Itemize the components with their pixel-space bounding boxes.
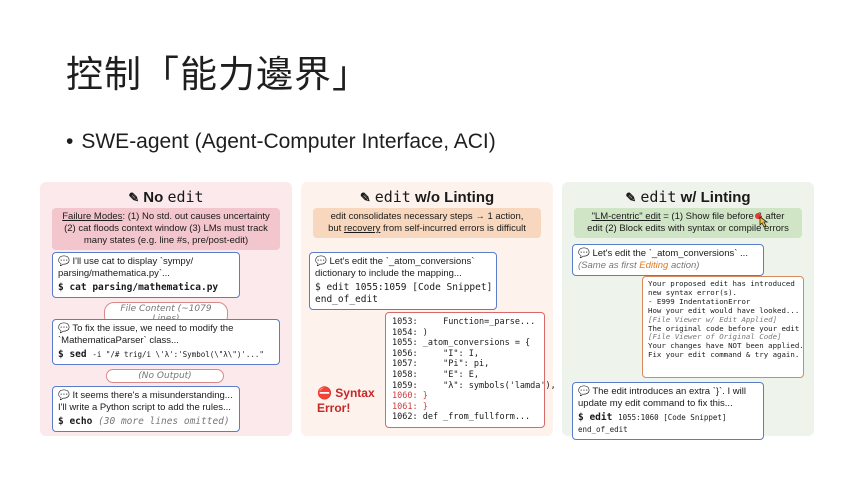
speech-bubble-icon: 💬 xyxy=(58,256,70,267)
code-line: 1056: "I": I, xyxy=(392,348,479,359)
code-line: 1055: _atom_conversions = { xyxy=(392,338,531,349)
edit-w-lint-title: ✎edit w/ Linting xyxy=(625,188,751,206)
slide-title: 控制「能力邊界」 xyxy=(66,53,370,96)
code-line: 1053: Function=_parse... xyxy=(392,317,536,327)
code-line: 1054: ) xyxy=(392,327,428,338)
speech-bubble-icon: 💬 xyxy=(58,323,70,334)
no-edit-title: ✎No edit xyxy=(128,188,204,206)
command-text: $ cat parsing/mathematica.py xyxy=(58,282,219,293)
command-text: $ edit 1055:1059 [Code Snippet] end_of_e… xyxy=(315,282,493,305)
agent-bubble-3: 💬 It seems there's a misunderstanding...… xyxy=(52,386,240,432)
bullet-label: SWE-agent (Agent-Computer Interface, ACI… xyxy=(81,130,496,153)
edit-wo-lint-title: ✎edit w/o Linting xyxy=(359,188,495,206)
syntax-error-label: ⛔ Syntax Error! xyxy=(317,386,375,415)
lint-line: [File Viewer w/ Edit Applied] xyxy=(648,314,778,324)
code-line: 1062: def _from_fullform... xyxy=(392,412,531,423)
code-line-error: 1060: } xyxy=(392,391,428,402)
command-text: $ echo xyxy=(58,416,93,427)
command-args: -i "/# trig/i \'λ':'Symbol(\"λ\")'..." xyxy=(92,350,264,359)
pencil-icon: ✎ xyxy=(359,190,371,205)
hand-cursor-icon xyxy=(755,213,769,228)
lint-line: How your edit would have looked... xyxy=(648,305,800,315)
command-text: $ sed xyxy=(58,349,87,360)
pencil-icon: ✎ xyxy=(625,190,637,205)
error-icon: ⛔ xyxy=(317,386,332,400)
agent-bubble-1: 💬 I'll use cat to display `sympy/ parsin… xyxy=(52,252,240,298)
lint-line: [File Viewer of Original Code] xyxy=(648,332,782,342)
no-edit-panel: ✎No edit Failure Modes: (1) No std. out … xyxy=(40,182,292,436)
pencil-icon: ✎ xyxy=(128,190,140,205)
omitted-note: (30 more lines omitted) xyxy=(98,416,230,427)
file-viewer-code: 1053: Function=_parse...1054: )1055: _at… xyxy=(385,312,556,428)
command-text: $ edit xyxy=(578,412,613,423)
command-args: 1055:1060 [Code Snippet] end_of_edit xyxy=(578,413,727,434)
lm-centric-note: "LM-centric" edit = (1) Show file before… xyxy=(574,208,802,238)
agent-bubble-edit-1: 💬 Let's edit the `_atom_conversions` ...… xyxy=(572,244,764,276)
lint-line: Fix your edit command & try again. xyxy=(648,350,800,360)
recovery-note: edit consolidates necessary steps → 1 ac… xyxy=(313,208,541,238)
observation-2: (No Output) xyxy=(106,369,224,383)
agent-bubble-edit: 💬 Let's edit the `_atom_conversions` dic… xyxy=(309,252,497,310)
code-line: 1057: "Pi": pi, xyxy=(392,359,490,370)
agent-bubble-edit-2: 💬 The edit introduces an extra `}`. I wi… xyxy=(572,382,764,440)
agent-bubble-2: 💬 To fix the issue, we need to modify th… xyxy=(52,319,280,365)
speech-bubble-icon: 💬 xyxy=(58,390,70,401)
lint-line: new syntax error(s). xyxy=(648,287,737,297)
lint-line: Your changes have NOT been applied. xyxy=(648,341,804,351)
bullet-text: • SWE-agent (Agent-Computer Interface, AC… xyxy=(66,130,496,154)
lint-line: Your proposed edit has introduced xyxy=(648,279,795,288)
bullet-dot: • xyxy=(66,130,74,153)
speech-bubble-icon: 💬 xyxy=(578,248,590,259)
code-line: 1058: "E": E, xyxy=(392,369,479,380)
speech-bubble-icon: 💬 xyxy=(578,386,590,397)
lint-line: The original code before your edit xyxy=(648,323,800,333)
edit-without-linting-panel: ✎edit w/o Linting edit consolidates nece… xyxy=(301,182,556,436)
lint-line: - E999 IndentationError xyxy=(648,296,751,306)
edit-with-linting-panel: ✎edit w/ Linting "LM-centric" edit = (1)… xyxy=(562,182,814,440)
code-line-error: 1061: } xyxy=(392,401,428,412)
failure-modes-note: Failure Modes: (1) No std. out causes un… xyxy=(52,208,280,250)
speech-bubble-icon: 💬 xyxy=(315,256,327,267)
code-line: 1059: "λ": symbols('lamda'), xyxy=(392,380,556,391)
